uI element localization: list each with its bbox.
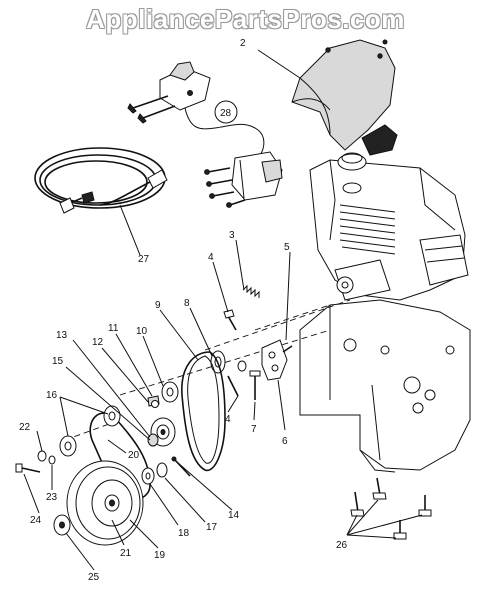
callout-14: 14 — [228, 510, 240, 521]
callout-9: 9 — [155, 300, 161, 311]
callout-5: 5 — [284, 242, 290, 253]
callout-21: 21 — [120, 548, 132, 559]
callout-7: 7 — [251, 424, 257, 435]
oil-fill — [342, 182, 362, 194]
callout-4-top: 4 — [208, 252, 214, 263]
callout-15: 15 — [52, 356, 64, 367]
drive-axis-line — [254, 304, 331, 331]
belt-cover — [291, 39, 396, 151]
spring — [242, 284, 260, 298]
callout-19: 19 — [154, 550, 166, 561]
callout-16: 16 — [46, 390, 58, 401]
callout-20: 20 — [128, 450, 140, 461]
idler-bracket — [261, 339, 288, 381]
auger-pulley — [66, 460, 144, 546]
callout-28-circle — [214, 100, 238, 124]
drive-belt — [181, 351, 226, 472]
starter-handle — [361, 124, 398, 156]
callout-22: 22 — [19, 422, 31, 433]
frame-plate — [299, 299, 471, 473]
callout-3: 3 — [229, 230, 235, 241]
callout-24: 24 — [30, 515, 42, 526]
callout-2: 2 — [240, 38, 246, 49]
callout-25: 25 — [88, 572, 100, 583]
callout-26: 26 — [336, 540, 348, 551]
watermark: AppliancePartsPros.com — [86, 4, 405, 34]
leader-lines — [23, 49, 423, 571]
callout-6: 6 — [282, 436, 288, 447]
callout-8: 8 — [184, 298, 190, 309]
engine-assembly — [309, 124, 469, 301]
callout-17: 17 — [206, 522, 218, 533]
callout-23: 23 — [46, 492, 58, 503]
callout-10: 10 — [136, 326, 148, 337]
callout-28: 28 — [220, 108, 232, 119]
electric-starter — [127, 61, 283, 208]
frame-bolts — [350, 477, 432, 540]
callout-labels: 2 3 4 5 6 7 8 9 10 11 12 13 14 15 16 17 … — [19, 38, 348, 583]
callout-27: 27 — [138, 254, 150, 265]
cylinder-fins — [339, 204, 396, 255]
callout-18: 18 — [178, 528, 190, 539]
extension-cord — [34, 147, 168, 214]
callout-4-bottom: 4 — [225, 414, 231, 425]
callout-12: 12 — [92, 337, 104, 348]
callout-13: 13 — [56, 330, 68, 341]
fuel-cap — [337, 153, 367, 171]
callout-11: 11 — [108, 323, 119, 334]
